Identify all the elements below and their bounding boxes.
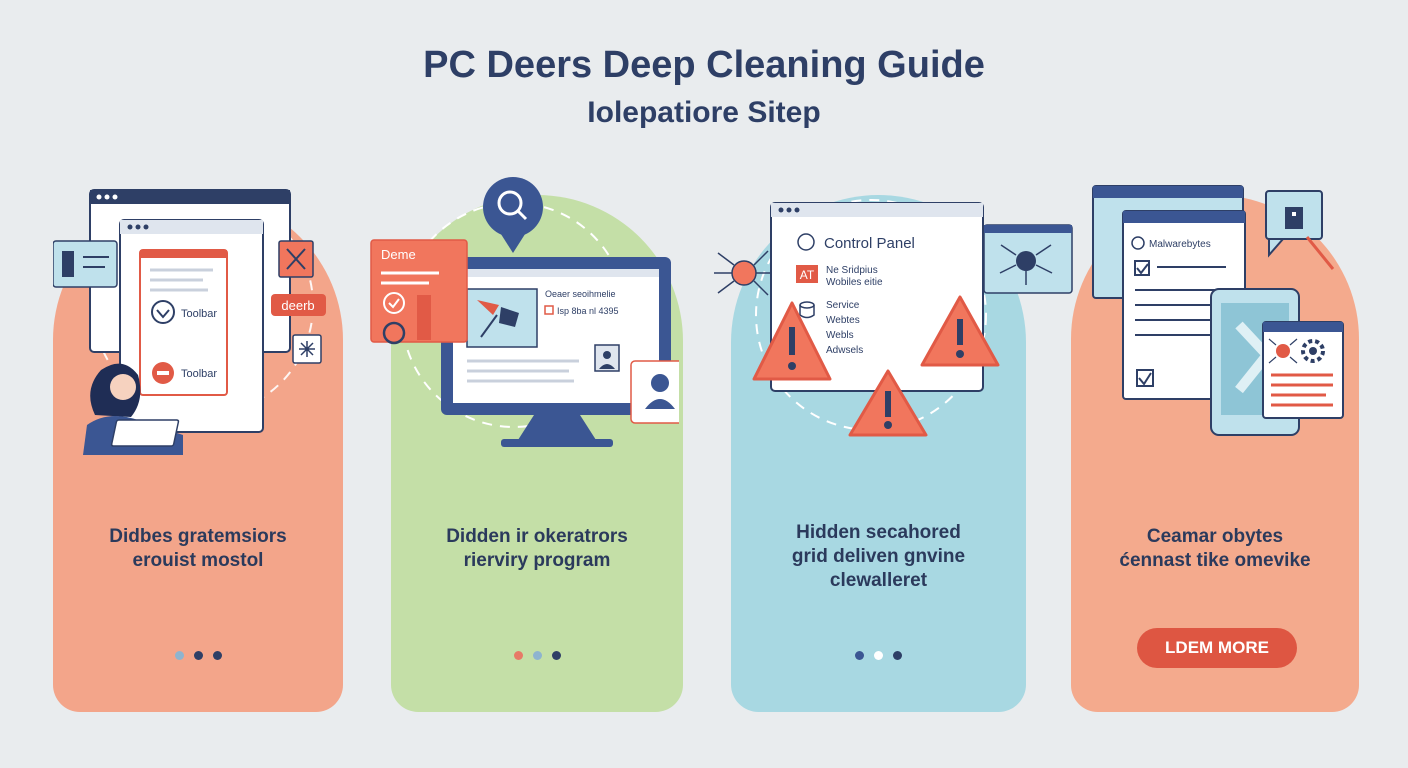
pager-dot[interactable] <box>893 651 902 660</box>
pager-dot[interactable] <box>874 651 883 660</box>
panel-item-line-2: Wobiles eitie <box>826 277 883 288</box>
card-2-caption-line-1: Didden ir okeratrors <box>446 526 628 547</box>
card-1-caption-line-2: erouist mostol <box>132 550 264 571</box>
step-card-2: Oeaer seoihmelie Isp 8ba nl 4395 Deme Di… <box>370 177 683 712</box>
card-1-illustration: Toolbar Toolbar deerb <box>53 189 326 455</box>
pager-dot[interactable] <box>513 651 523 660</box>
card-3-illustration: Control Panel AT Ne Sridpius Wobiles eit… <box>714 199 1073 437</box>
pager-dot[interactable] <box>532 651 542 660</box>
pager-dot[interactable] <box>551 651 561 660</box>
pager-dot[interactable] <box>212 651 222 660</box>
panel-item-line-1: Ne Sridpius <box>826 265 878 276</box>
pager-dot[interactable] <box>855 651 864 660</box>
panel-list-item: Adwsels <box>826 345 863 356</box>
step-card-4: Malwarebytes Ceamar obytes ćennast t <box>1071 185 1359 712</box>
panel-list-item: Webtes <box>826 315 860 326</box>
deme-tag: Deme <box>381 247 416 262</box>
card-2-caption-line-2: rierviry program <box>463 550 611 571</box>
card-3-caption-line-1: Hidden secahored <box>796 522 961 543</box>
pager-dot[interactable] <box>193 651 203 660</box>
toolbar-label-1: Toolbar <box>181 308 217 320</box>
card-4-caption-line-1: Ceamar obytes <box>1146 526 1284 547</box>
page-subtitle: Iolepatiore Sitep <box>587 96 821 129</box>
warning-icon <box>920 295 1000 367</box>
at-badge: AT <box>800 268 815 282</box>
step-card-3: Control Panel AT Ne Sridpius Wobiles eit… <box>714 195 1073 712</box>
warning-icon <box>848 369 928 437</box>
card-3-caption-line-3: clewalleret <box>829 570 928 591</box>
learn-more-button[interactable]: LDEM MORE <box>1137 628 1297 668</box>
doc-line-1: Oeaer seoihmelie <box>545 289 616 299</box>
warning-icon <box>752 301 832 381</box>
control-panel-title: Control Panel <box>824 235 915 252</box>
card-1-caption-line-1: Didbes gratemsiors <box>109 526 287 547</box>
pager-dot[interactable] <box>174 651 184 660</box>
step-card-1: Toolbar Toolbar deerb Didbes gratemsiors… <box>53 189 343 712</box>
card-3-caption-line-2: grid deliven gnvine <box>791 546 966 567</box>
card-4-illustration: Malwarebytes <box>1092 185 1344 436</box>
page-title: PC Deers Deep Cleaning Guide <box>423 44 985 86</box>
panel-list-item: Webls <box>826 330 854 341</box>
toolbar-label-2: Toolbar <box>181 368 217 380</box>
card-2-illustration: Oeaer seoihmelie Isp 8ba nl 4395 Deme <box>370 177 679 447</box>
malwarebytes-title: Malwarebytes <box>1149 239 1211 250</box>
card-2-pager <box>391 647 683 665</box>
card-1-pager <box>53 647 343 665</box>
card-4-caption-line-2: ćennast tike omevike <box>1119 550 1311 571</box>
panel-list-item: Service <box>826 300 860 311</box>
deerb-badge: deerb <box>281 298 314 313</box>
doc-line-2: Isp 8ba nl 4395 <box>557 306 619 316</box>
card-3-pager <box>731 647 1026 665</box>
